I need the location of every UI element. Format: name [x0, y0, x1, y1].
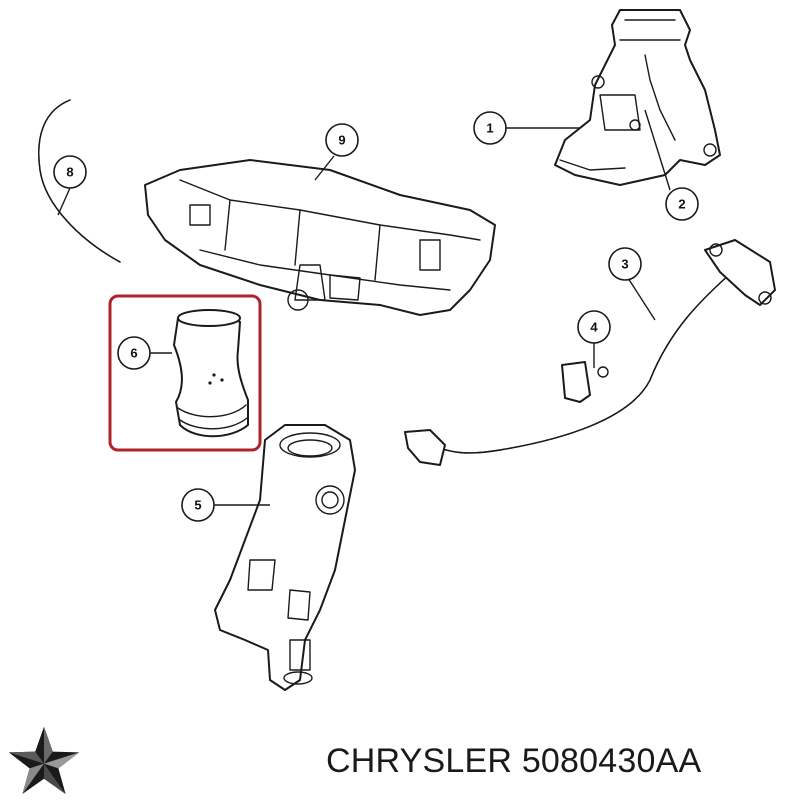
part-4-bracket [561, 361, 609, 403]
callout-1: 1 [473, 111, 507, 145]
callout-9: 9 [325, 123, 359, 157]
callout-6-label: 6 [130, 346, 137, 361]
callout-8-label: 8 [66, 165, 73, 180]
callout-8: 8 [53, 155, 87, 189]
callout-6: 6 [117, 336, 151, 370]
callout-9-label: 9 [338, 133, 345, 148]
part-5-throttle-body [214, 424, 356, 691]
callout-4-label: 4 [590, 320, 598, 335]
brand-name: CHRYSLER [326, 742, 513, 780]
callout-1-label: 1 [486, 121, 493, 136]
callout-3: 3 [608, 247, 642, 281]
callout-5-label: 5 [194, 498, 201, 513]
callout-3-label: 3 [621, 257, 628, 272]
part-caption: CHRYSLER 5080430AA [326, 736, 701, 786]
part-6-intake-coupler [173, 309, 249, 438]
callout-4: 4 [577, 310, 611, 344]
part-1-egr-valve [554, 9, 721, 186]
callout-5: 5 [181, 488, 215, 522]
part-8-hose [38, 99, 121, 263]
callout-2-label: 2 [678, 197, 685, 212]
part-9-intake-manifold [144, 159, 496, 316]
part-number: 5080430AA [521, 742, 702, 780]
leader-lines [57, 109, 671, 506]
part-3-egr-tube [404, 239, 776, 466]
callout-2: 2 [665, 187, 699, 221]
part-6-highlight-box [108, 294, 262, 452]
chrysler-pentastar-icon [8, 726, 80, 794]
